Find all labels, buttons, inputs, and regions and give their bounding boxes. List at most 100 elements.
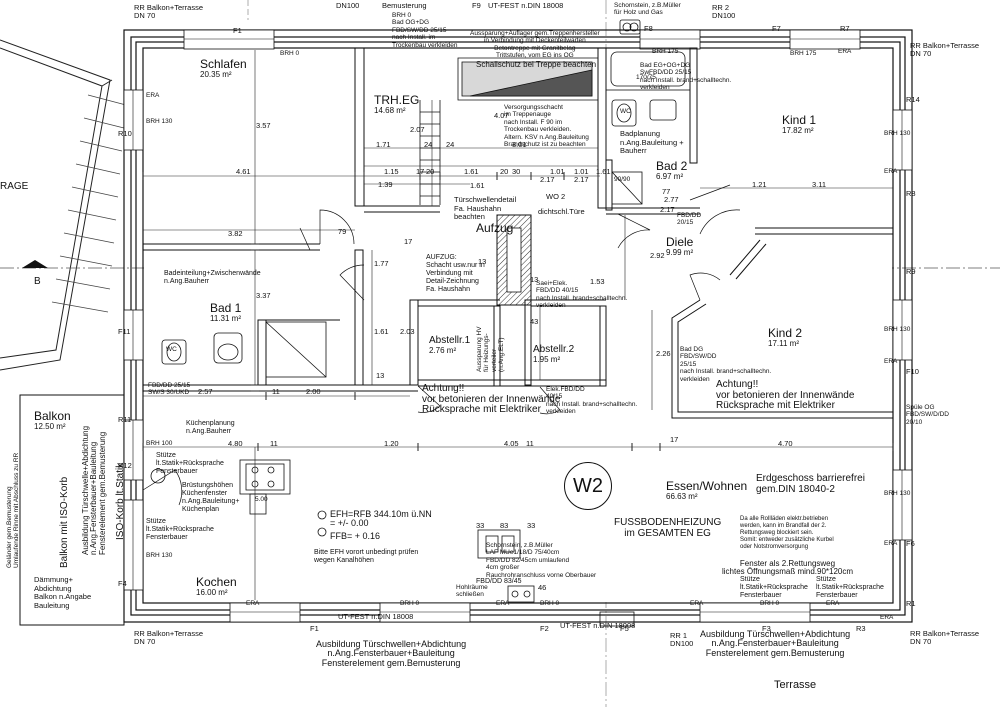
dim-label: 83: [500, 521, 509, 530]
garage-outline: [0, 39, 113, 371]
window-openings: [123, 29, 913, 623]
dichtschl-note: dichtschl.Türe: [538, 207, 585, 216]
dim-label: 77: [662, 187, 671, 196]
f2-axis: F2: [540, 624, 549, 633]
room-aufzug: Aufzug: [476, 221, 514, 235]
bruestung-note: Brüstungshöhen Küchenfenster n.Ang.Baule…: [182, 482, 240, 514]
dim-label: 43: [530, 317, 539, 326]
r12-axis: R12: [118, 461, 132, 470]
era-tag: ERA: [884, 168, 898, 175]
era-tag: ERA: [246, 600, 260, 607]
dim-label: 17: [404, 237, 413, 246]
dim-label: 1.01: [574, 167, 589, 176]
brh130-tag: BRH 130: [884, 130, 911, 137]
era-tag: ERA: [880, 614, 894, 621]
dim-label: 20: [500, 167, 509, 176]
f3-axis: F3: [762, 624, 771, 633]
hohlraeume-note: Hohlräume schließen: [456, 584, 488, 599]
f1-axis-bottom: F1: [310, 624, 319, 633]
dim-label: 1.61: [470, 181, 485, 190]
dim-label: 11: [526, 439, 534, 448]
dim-label: 2.26: [656, 349, 671, 358]
dim-label: 30: [512, 167, 521, 176]
f5-axis: F5: [620, 624, 629, 633]
brh-top-note: BRH 0 Bad OG+DG FBD/SW/DD 25/15 nach Ins…: [392, 12, 458, 49]
dim-label: 1.53: [590, 277, 605, 286]
bad-eg-note: Bad EG+OG+DG SwFBD/DD 25/15 nach Install…: [640, 62, 732, 92]
ut-fest-bottom-2: UT-FEST n.DIN 18008: [560, 621, 636, 630]
brh100-tag: BRH 100: [146, 440, 173, 447]
dim-label: 46: [538, 583, 547, 592]
brh130-tag: BRH 130: [146, 118, 173, 125]
era-tag: ERA: [884, 358, 898, 365]
brh130-tag: BRH 130: [884, 326, 911, 333]
aussparung-hv-note: Aussparung HV für Heizungs- verteiler (n…: [476, 326, 506, 372]
brh130-tag: BRH 130: [146, 552, 173, 559]
dim-label: 1.71: [376, 140, 391, 149]
r8-axis: R8: [906, 189, 916, 198]
dim-label: 24: [424, 140, 433, 149]
stuetze-note: Stütze lt.Statik+Rücksprache Fensterbaue…: [146, 518, 214, 542]
era-tag: ERA: [496, 600, 510, 607]
era-tag: ERA: [838, 48, 852, 55]
spuele-note: Spüle OG FBD/SW/D/DD 20/10: [906, 404, 949, 426]
gelaender-note: Geländer gem.Bemusterung Umlaufende Rinn…: [6, 452, 21, 568]
balcony-outline: [19, 394, 125, 626]
staircase: [419, 57, 599, 205]
dim-label: 3.57: [256, 121, 271, 130]
stuetze-note: Stütze lt.Statik+Rücksprache Fensterbaue…: [740, 576, 808, 600]
dim-label: 4.61: [236, 167, 251, 176]
dim-label: 1.20: [384, 439, 399, 448]
dim-label: 13: [376, 371, 385, 380]
dim-label: 3.37: [256, 291, 271, 300]
badeinteilung-note: Badeinteilung+Zwischenwände n.Ang.Bauher…: [164, 270, 261, 286]
dim-label: 1.15: [384, 167, 399, 176]
door-swings: [142, 184, 741, 506]
dim-label: 170/75: [636, 74, 656, 81]
efh-note: EFH=RFB 344.10m ü.NN= +/- 0.00: [330, 509, 432, 529]
era-tag: ERA: [690, 600, 704, 607]
wo2-label: WO 2: [546, 192, 566, 201]
garage-roof-lines: [51, 94, 127, 313]
brh175-tag: BRH 175: [652, 48, 679, 55]
balkon-iso-note: Balkon mit ISO-Korb: [59, 476, 70, 568]
f1-axis-top: F1: [233, 26, 242, 35]
dim-label: 3.82: [228, 229, 243, 238]
f11-axis: F11: [118, 327, 131, 336]
window-glass-lines: [132, 38, 903, 613]
brh0-tag: BRH 0: [280, 50, 300, 57]
dim-label: 24: [446, 140, 455, 149]
f8-axis: F8: [644, 24, 653, 33]
aufzug-note: AUFZUG: Schacht usw.nur in Verbindung mi…: [426, 254, 485, 294]
r1-axis: R1: [906, 599, 916, 608]
dim-label: 33: [476, 521, 485, 530]
elek-note: Elek.FBD/DD 40/15 nach Install. brand+sc…: [546, 386, 638, 416]
apartment-marker-w2: W2: [564, 462, 612, 510]
f10-axis: F10: [906, 367, 919, 376]
f7-axis: F7: [772, 24, 781, 33]
brh0-tag: BRH 0: [760, 600, 780, 607]
dim-label: 17: [670, 435, 679, 444]
brh0-tag: BRH 0: [400, 600, 420, 607]
r10-axis: R10: [118, 129, 132, 138]
badplanung-note: Badplanung n.Ang.Bauleitung + Bauherr: [620, 129, 684, 156]
dim-label: 20: [426, 167, 435, 176]
dim-label: 33: [527, 521, 536, 530]
aussparung-note: Aussparung+Auflager gem.Treppenherstelle…: [470, 30, 600, 60]
section-marker-b-arrow: [22, 260, 48, 268]
